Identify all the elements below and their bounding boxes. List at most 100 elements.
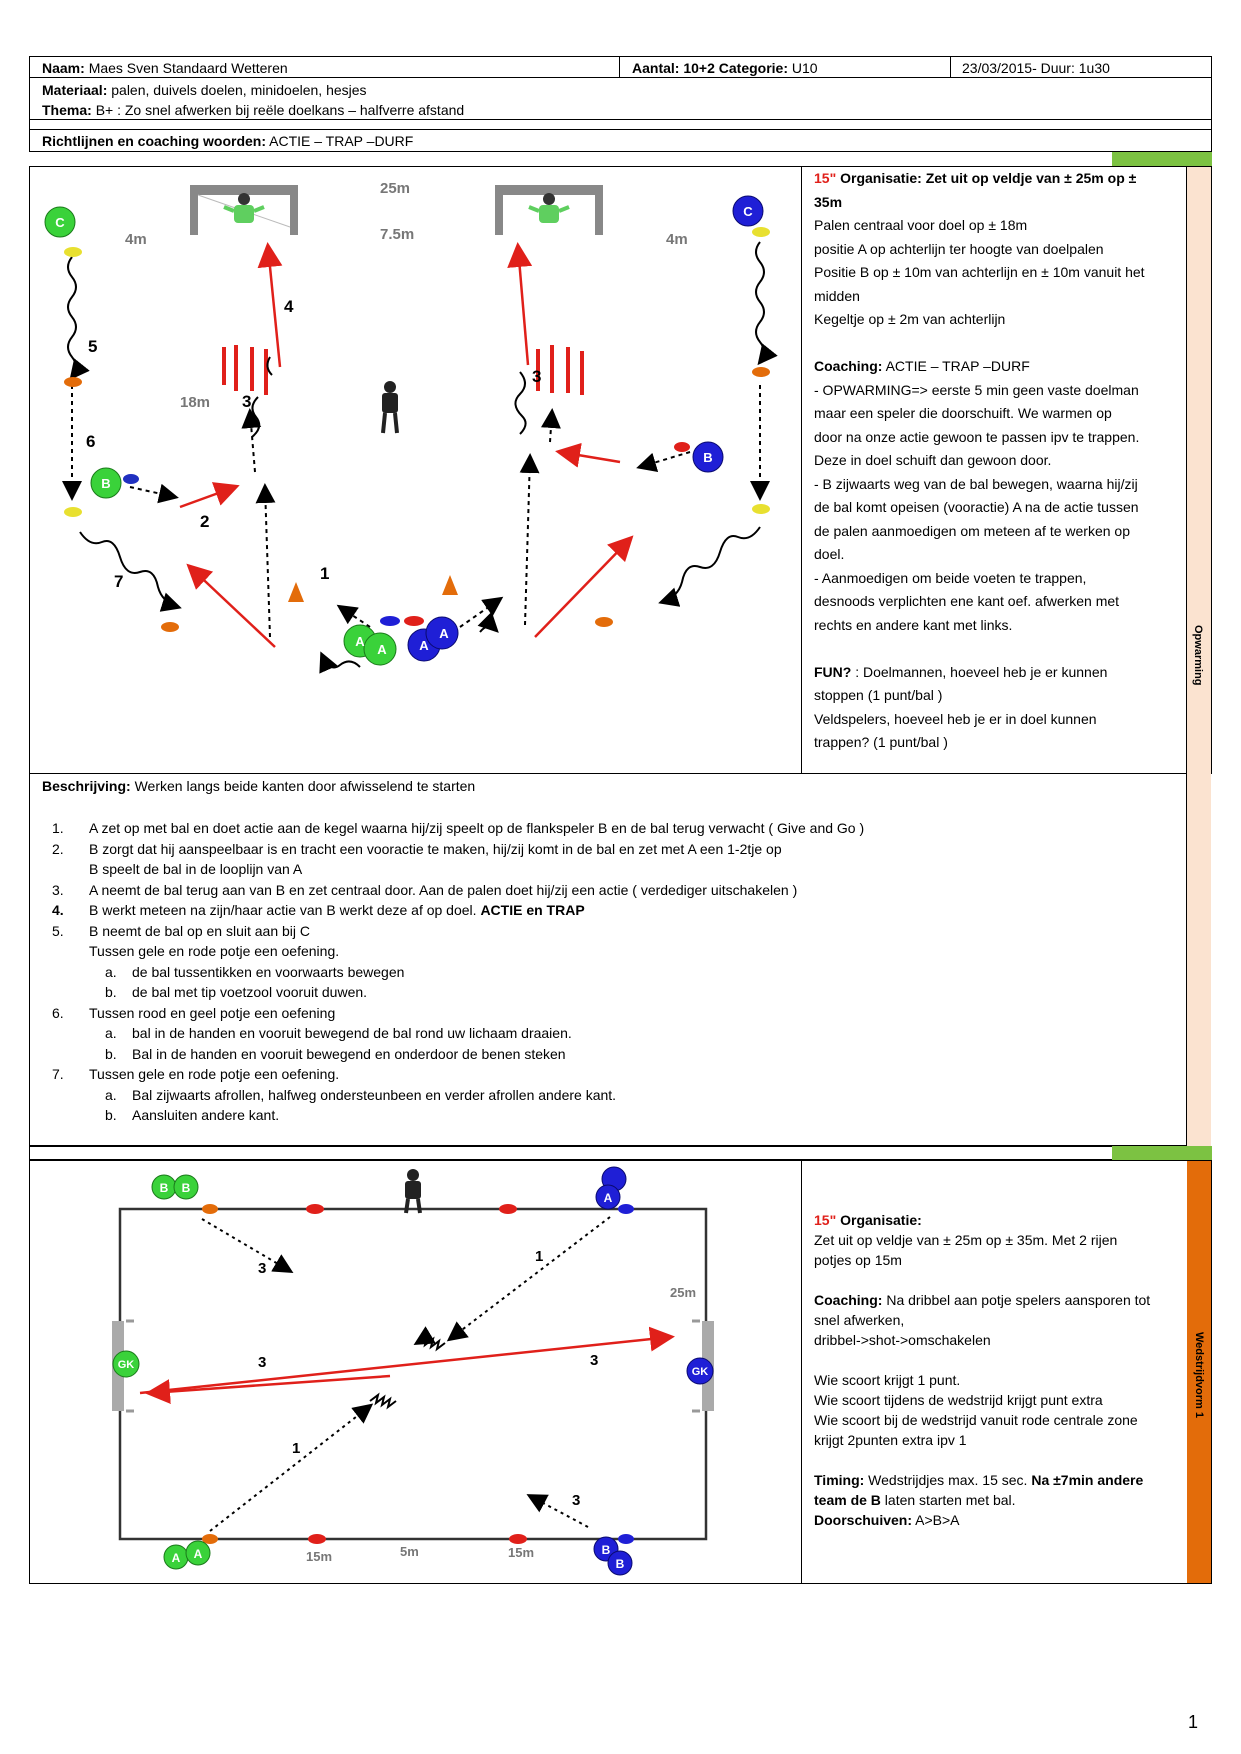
page-number: 1 (1188, 1712, 1199, 1732)
step-6: 6 (86, 432, 95, 451)
section1-side-label: Opwarming (1192, 625, 1204, 686)
right-goal-icon (495, 185, 603, 235)
section2-diagram: B B A A A B B GK GK 25m 15m 5m 15m 1 1 3… (112, 1166, 714, 1576)
thema-row-divider (29, 119, 1212, 120)
coaching-value-1: ACTIE – TRAP –DURF (885, 358, 1030, 374)
list-item: 5.B neemt de bal op en sluit aan bij C (52, 922, 311, 939)
list-item: 3.A neemt de bal terug aan van B en zet … (52, 881, 798, 898)
coaching-line: snel afwerken, (814, 1312, 905, 1328)
svg-text:B: B (101, 476, 110, 491)
org-label-1: Organisatie: Zet uit op veldje van ± 25m… (840, 170, 1137, 186)
step-2: 2 (200, 512, 209, 531)
green-tab-1 (1112, 152, 1212, 167)
coach-icon (404, 1169, 422, 1214)
step-7: 7 (114, 572, 123, 591)
org-label-1b: 35m (814, 193, 843, 210)
distance-4m-right: 4m (666, 231, 688, 248)
goalkeeper-left: GK (112, 1350, 140, 1378)
cone-icons (64, 227, 770, 632)
fun-line: stoppen (1 punt/bal ) (814, 687, 943, 703)
player-c-left: C (44, 206, 76, 238)
list-item: Tussen gele en rode potje een oefening. (89, 943, 340, 959)
svg-text:A: A (419, 638, 429, 653)
aantal-cell: Aantal: 10+2 Categorie: U10 (622, 56, 942, 80)
distance-25m-2: 25m (670, 1285, 696, 1300)
pot-icons (202, 1204, 634, 1544)
description-title-label: Beschrijving: (42, 778, 131, 794)
svg-text:B: B (602, 1543, 611, 1557)
section1-col-divider (801, 166, 802, 774)
svg-text:C: C (55, 215, 65, 230)
timing-rest: laten starten met bal. (880, 1492, 1016, 1508)
section1-side-column (1187, 167, 1211, 1146)
aantal-value: U10 (791, 60, 818, 76)
fun-line: : Doelmannen, hoeveel heb je er kunnen (851, 663, 1108, 680)
step-3-left: 3 (258, 1354, 266, 1371)
coaching-line: door na onze actie gewoon te passen ipv … (814, 428, 1140, 445)
header-col-divider-1 (619, 56, 620, 78)
coaching-line: - B zijwaarts weg van de bal bewegen, wa… (814, 475, 1138, 492)
svg-text:A: A (439, 626, 449, 641)
svg-text:B: B (616, 1557, 625, 1571)
thema-cell: Thema: B+ : Zo snel afwerken bij reële d… (32, 98, 1202, 122)
doorschuiven-value: A>B>A (912, 1512, 960, 1528)
left-goalkeeper-icon (223, 193, 265, 223)
player-c-right: C (732, 195, 764, 227)
svg-text:B: B (703, 450, 712, 465)
timing-value: Wedstrijdjes max. 15 sec. (864, 1472, 1028, 1488)
distance-15m-right: 15m (508, 1545, 534, 1560)
org-line: Zet uit op veldje van ± 25m op ± 35m. Me… (814, 1232, 1118, 1248)
list-item: B speelt de bal in de looplijn van A (89, 861, 303, 877)
org-time-2: 15" (814, 1212, 837, 1228)
distance-4m-left: 4m (125, 231, 147, 248)
score-line: Wie scoort bij de wedstrijd vanuit rode … (814, 1412, 1138, 1428)
svg-text:C: C (743, 204, 753, 219)
timing-bold: Na ±7min andere (1027, 1472, 1144, 1488)
list-item: a.Bal zijwaarts afrollen, halfweg onders… (105, 1086, 617, 1103)
step-4: 4 (284, 297, 294, 316)
list-item: 2.B zorgt dat hij aanspeelbaar is en tra… (52, 840, 782, 857)
distance-7-5m: 7.5m (380, 226, 414, 243)
svg-text:B: B (182, 1181, 191, 1195)
coaching-line: desnoods verplichten ene kant oef. afwer… (814, 593, 1120, 609)
description-frame (29, 773, 1187, 1146)
timing-label: Timing: (814, 1472, 865, 1488)
player-b-right: B (692, 441, 724, 473)
coaching-line: Deze in doel schuift dan gewoon door. (814, 452, 1052, 468)
materiaal-label: Materiaal: (42, 82, 108, 98)
thema-value: B+ : Zo snel afwerken bij reële doelkans… (95, 102, 465, 118)
distance-25m: 25m (380, 180, 410, 197)
svg-text:A: A (377, 642, 387, 657)
richtlijnen-row (29, 129, 1212, 152)
header-row-divider (29, 56, 1212, 78)
step-3-top-left: 3 (258, 1260, 266, 1277)
section1-diagram: 25m 7.5m 4m 4m 18m (44, 180, 778, 674)
richtlijnen-value: ACTIE – TRAP –DURF (269, 133, 414, 149)
doorschuiven-label: Doorschuiven: (814, 1512, 913, 1528)
fun-line: Veldspelers, hoeveel heb je er in doel k… (814, 710, 1097, 727)
naam-label: Naam: (42, 60, 85, 76)
coaching-line: dribbel->shot->omschakelen (814, 1332, 991, 1348)
org-line: Positie B op ± 10m van achterlijn en ± 1… (814, 264, 1145, 280)
date-cell: 23/03/2015- Duur: 1u30 (952, 56, 1202, 80)
org-line: Kegeltje op ± 2m van achterlijn (814, 311, 1006, 327)
coaching-label-2: Coaching: (814, 1292, 883, 1308)
players-b-bottom-right: B B (593, 1536, 633, 1576)
svg-text:A: A (355, 634, 365, 649)
fun-label: FUN? (814, 663, 852, 680)
description-list: 1.A zet op met bal en doet actie aan de … (42, 818, 1172, 1126)
thema-label: Thema: (42, 102, 92, 118)
distance-15m-left: 15m (306, 1549, 332, 1564)
score-line: Wie scoort krijgt 1 punt. (814, 1372, 961, 1388)
org-line: midden (814, 287, 860, 304)
timing-bold2: team de B (814, 1492, 881, 1508)
step-5: 5 (88, 337, 97, 356)
list-item: b.de bal met tip voetzool vooruit duwen. (105, 984, 368, 1000)
svg-text:B: B (160, 1181, 169, 1195)
distance-18m: 18m (180, 394, 210, 411)
players-b-top-left: B B (151, 1174, 199, 1200)
step-3-right: 3 (532, 367, 541, 386)
list-item: a.de bal tussentikken en voorwaarts bewe… (105, 963, 405, 980)
coaching-line: de palen aanmoedigen om meteen af te wer… (814, 522, 1130, 539)
section1-frame (29, 166, 1212, 774)
